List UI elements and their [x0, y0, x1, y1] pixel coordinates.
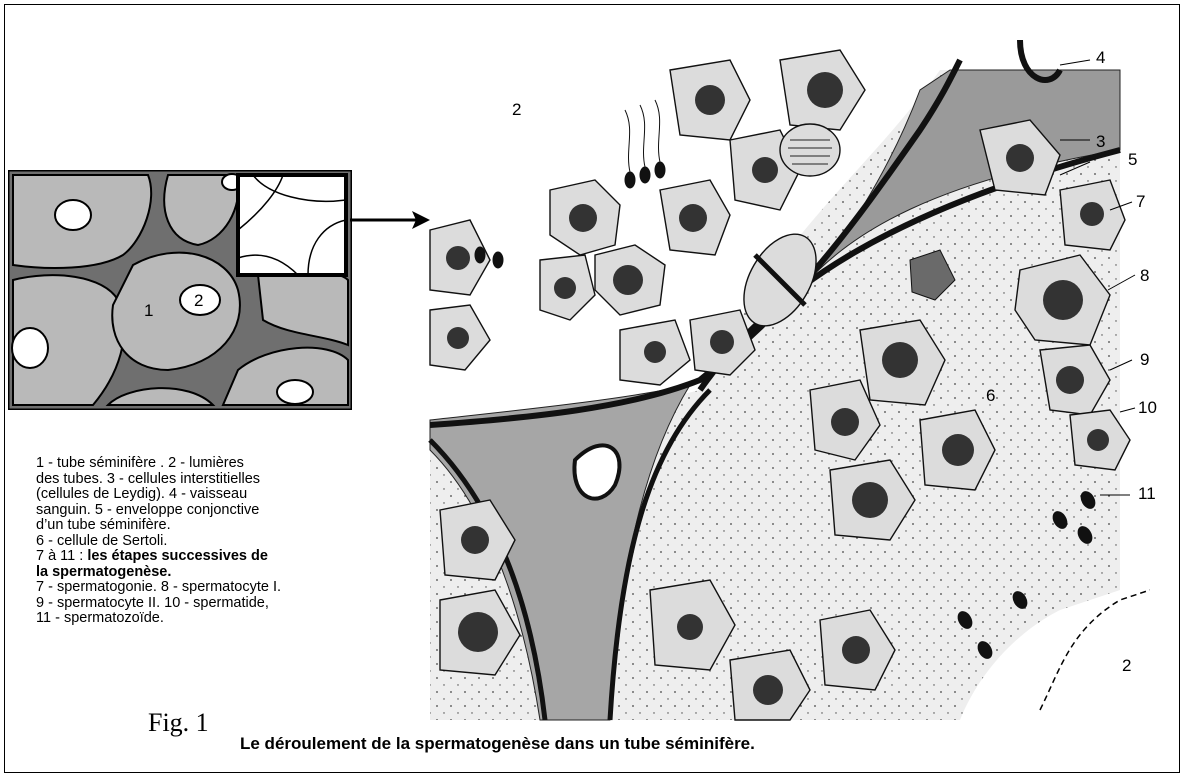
label-6: 6 [986, 386, 995, 406]
legend-line: 7 - spermatogonie. 8 - spermatocyte I. [36, 580, 376, 596]
legend: 1 - tube séminifère . 2 - lumières des t… [36, 456, 376, 627]
legend-line: 1 - tube séminifère . 2 - lumières [36, 456, 376, 472]
label-11: 11 [1138, 484, 1156, 504]
magnify-arrow [350, 205, 430, 235]
label-10: 10 [1138, 398, 1157, 418]
label-lumen-top: 2 [512, 100, 521, 120]
label-4: 4 [1096, 48, 1105, 68]
inset-diagram: 1 2 [8, 170, 352, 410]
legend-line: 9 - spermatocyte II. 10 - spermatide, [36, 596, 376, 612]
legend-line-stages: 7 à 11 : les étapes successives de [36, 549, 376, 565]
label-5: 5 [1128, 150, 1137, 170]
legend-line: 11 - spermatozoïde. [36, 611, 376, 627]
legend-stage-prefix: 7 à 11 : [36, 548, 87, 564]
inset-label-lumen: 2 [194, 291, 203, 310]
legend-line: d’un tube séminifère. [36, 518, 376, 534]
legend-line-bold: la spermatogenèse. [36, 565, 376, 581]
legend-line: (cellules de Leydig). 4 - vaisseau [36, 487, 376, 503]
label-9: 9 [1140, 350, 1149, 370]
label-3: 3 [1096, 132, 1105, 152]
legend-line: 6 - cellule de Sertoli. [36, 534, 376, 550]
figure-label: Fig. 1 [148, 708, 209, 738]
legend-line: sanguin. 5 - enveloppe conjonctive [36, 503, 376, 519]
legend-line: des tubes. 3 - cellules interstitielles [36, 472, 376, 488]
label-8: 8 [1140, 266, 1149, 286]
label-7: 7 [1136, 192, 1145, 212]
figure-caption: Le déroulement de la spermatogenèse dans… [240, 734, 755, 754]
legend-stage-title: les étapes successives de [87, 548, 268, 564]
label-lumen-bottom: 2 [1122, 656, 1131, 676]
detail-drawing [420, 30, 1150, 730]
inset-label-tube: 1 [144, 301, 153, 320]
